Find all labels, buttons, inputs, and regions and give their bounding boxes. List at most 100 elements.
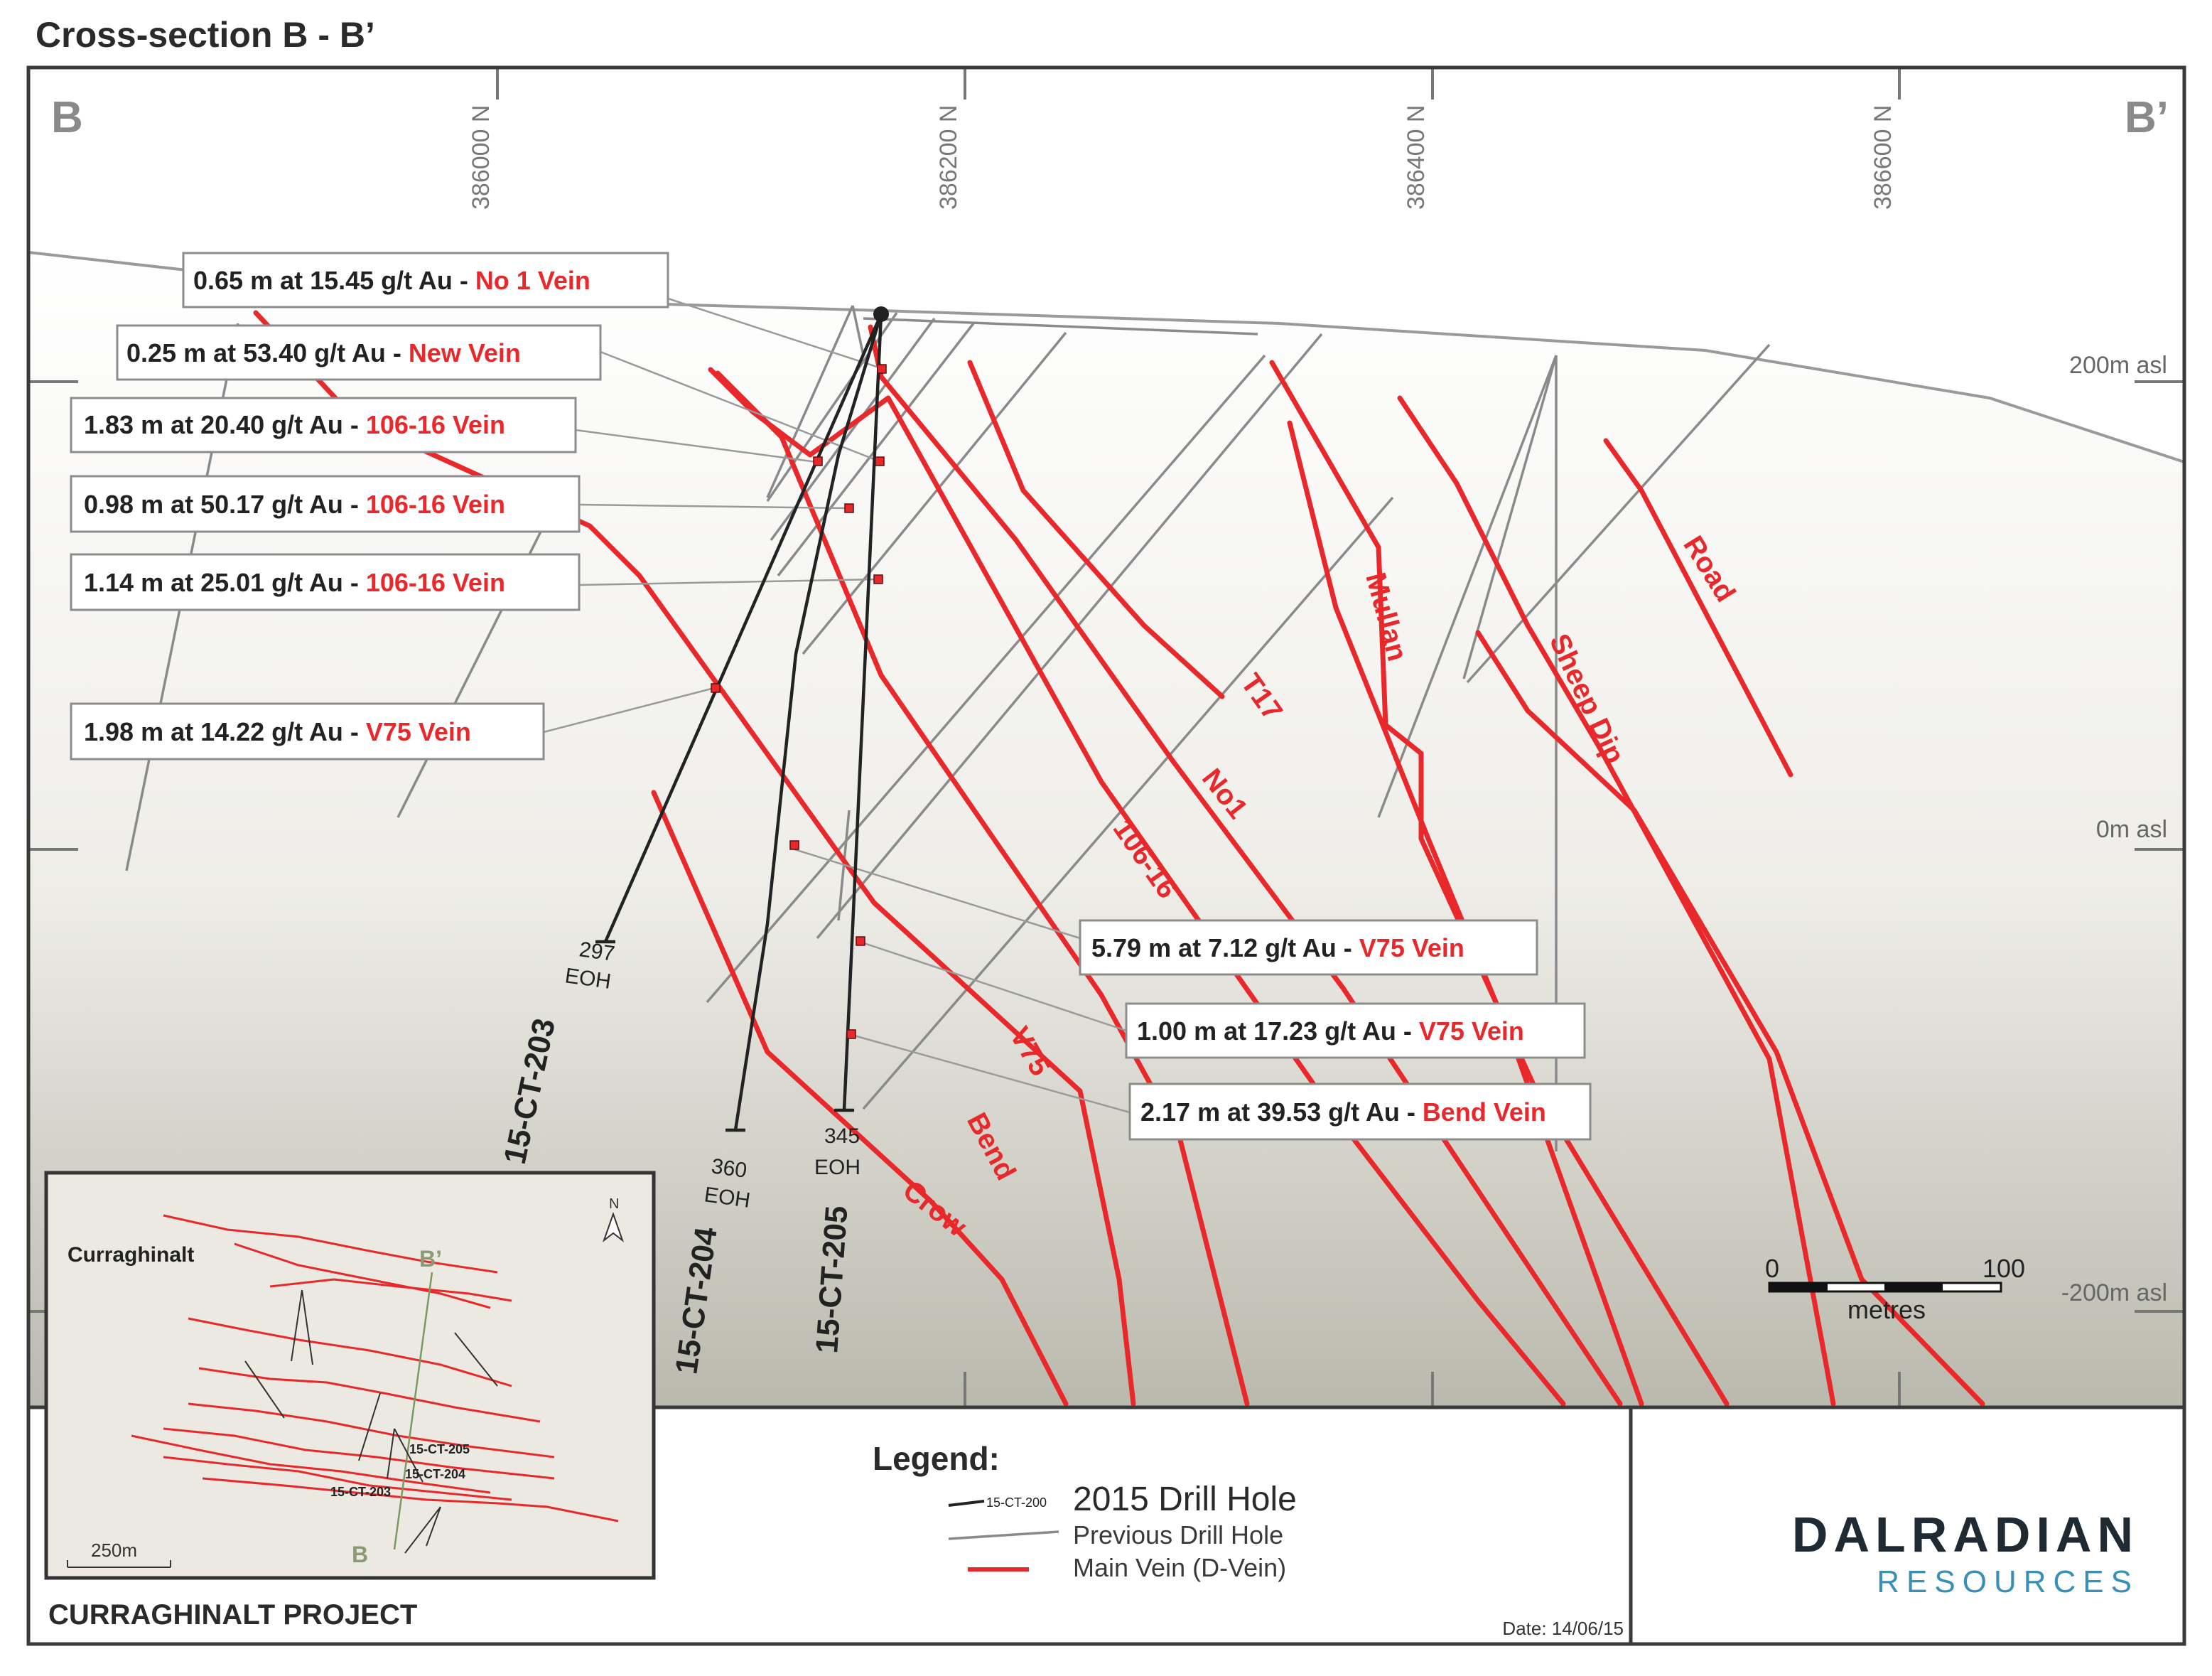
legend-item-previous-hole: Previous Drill Hole (1073, 1520, 1283, 1549)
inset-place-label: Curraghinalt (68, 1243, 194, 1267)
north-arrow-icon (602, 1211, 625, 1242)
vein-road-line (1603, 438, 1793, 778)
intercept-marker (846, 1029, 856, 1039)
elevation-label: 200m asl (2069, 352, 2167, 379)
drill-holes-2015 (595, 313, 883, 1132)
elevation-labels: 200m asl 0m asl -200m asl (2061, 352, 2167, 1306)
intercept-text: 1.83 m at 20.40 g/t Au - 106-16 Vein (84, 410, 505, 439)
inset-section-line (393, 1272, 433, 1550)
logo-line-1: DALRADIAN (1792, 1507, 2139, 1562)
section-label-b-prime: B’ (2125, 93, 2169, 142)
collar-marker (873, 306, 889, 322)
intercept-marker (873, 574, 883, 584)
previous-drill-hole (816, 333, 1323, 940)
northing-labels: 386000 N 386200 N 386400 N 386600 N (468, 105, 1897, 210)
intercept-text: 1.98 m at 14.22 g/t Au - V75 Vein (84, 717, 471, 746)
vein-106-16-line (708, 367, 1566, 1407)
vein-crow-line (651, 790, 1069, 1407)
drill-hole-15-ct-203 (603, 313, 883, 942)
project-name: CURRAGHINALT PROJECT (48, 1599, 417, 1631)
figure-title: Cross-section B - B’ (36, 15, 375, 55)
inset-north-arrow: N (602, 1196, 625, 1242)
northing-label: 386200 N (935, 105, 962, 210)
inset-drill-holes (244, 1289, 498, 1554)
intercept-text: 0.25 m at 53.40 g/t Au - New Vein (126, 338, 521, 367)
vein-sheep-dip-line (1397, 395, 1836, 1407)
elevation-label: 0m asl (2096, 816, 2167, 843)
inset-label-b-prime: B’ (419, 1246, 442, 1272)
vein-t17-line (967, 360, 1225, 699)
scale-bar: 0 100 metres (1765, 1254, 2025, 1324)
previous-drill-hole (706, 354, 1266, 1004)
previous-drill-hole (1466, 343, 1771, 684)
eoh-depth-204: 360 (710, 1154, 748, 1183)
vein-secondary-line (1287, 420, 1644, 1407)
drill-hole-15-ct-205 (842, 313, 883, 1111)
intercept-label: 1.14 m at 25.01 g/t Au - 106-16 Vein (70, 553, 581, 611)
inset-north-label: N (609, 1196, 619, 1212)
intercept-marker (711, 683, 721, 693)
northing-label: 386400 N (1403, 105, 1430, 210)
elevation-label: -200m asl (2061, 1279, 2167, 1306)
intercept-marker (789, 840, 799, 850)
date-label: Date: 14/06/15 (1502, 1618, 1624, 1639)
northing-label: 386000 N (468, 105, 495, 210)
intercept-marker (844, 503, 854, 513)
legend-item-2015-hole: 2015 Drill Hole (1073, 1481, 1297, 1518)
intercept-marker (813, 456, 823, 466)
intercept-text: 5.79 m at 7.12 g/t Au - V75 Vein (1091, 933, 1464, 962)
inset-scale: 250m (67, 1540, 171, 1568)
leader-lines (543, 297, 1131, 1114)
inset-map: Curraghinalt B’ B 15-CT-205 15-CT-204 15… (44, 1171, 656, 1580)
inset-hole-label: 15-CT-205 (409, 1442, 470, 1456)
intercept-label: 5.79 m at 7.12 g/t Au - V75 Vein (1079, 919, 1538, 976)
legend-swatch-2015-hole (948, 1500, 985, 1507)
intercept-text: 0.65 m at 15.45 g/t Au - No 1 Vein (193, 266, 590, 295)
intercept-label: 1.00 m at 17.23 g/t Au - V75 Vein (1125, 1002, 1586, 1059)
eoh-text-205: EOH (814, 1156, 860, 1179)
intercept-text: 1.00 m at 17.23 g/t Au - V75 Vein (1137, 1016, 1524, 1046)
vein-eastern-line (1475, 630, 1985, 1407)
previous-drill-hole (1462, 355, 1558, 679)
legend-sample-label: 15-CT-200 (986, 1495, 1047, 1510)
company-logo: DALRADIAN RESOURCES (1792, 1507, 2139, 1599)
intercept-text: 2.17 m at 39.53 g/t Au - Bend Vein (1140, 1097, 1546, 1127)
eoh-depth-205: 345 (824, 1124, 860, 1148)
intercept-label: 0.65 m at 15.45 g/t Au - No 1 Vein (182, 252, 669, 308)
intercept-markers (711, 364, 887, 1039)
previous-drill-hole (766, 305, 854, 498)
logo-line-2: RESOURCES (1877, 1564, 2139, 1599)
intercept-text: 0.98 m at 50.17 g/t Au - 106-16 Vein (84, 490, 505, 519)
intercept-label: 0.98 m at 50.17 g/t Au - 106-16 Vein (70, 475, 581, 533)
intercept-marker (856, 936, 865, 946)
northing-ticks (496, 68, 1901, 1407)
legend-swatch-previous-hole (948, 1530, 1059, 1540)
legend: Legend: 15-CT-200 2015 Drill Hole Previo… (873, 1440, 1297, 1582)
previous-drill-hole (863, 317, 1258, 335)
intercept-label: 1.83 m at 20.40 g/t Au - 106-16 Vein (70, 397, 577, 453)
previous-drill-hole (851, 305, 865, 356)
scale-start: 0 (1765, 1254, 1779, 1283)
scale-end: 100 (1982, 1254, 2025, 1283)
intercept-text: 1.14 m at 25.01 g/t Au - 106-16 Vein (84, 568, 505, 597)
intercept-label: 0.25 m at 53.40 g/t Au - New Vein (116, 324, 602, 381)
inset-label-b: B (352, 1542, 368, 1567)
intercept-marker (877, 364, 887, 374)
scale-unit: metres (1847, 1295, 1926, 1324)
legend-title: Legend: (873, 1440, 1000, 1477)
inset-veins (131, 1214, 619, 1522)
northing-label: 386600 N (1870, 105, 1897, 210)
previous-drill-hole (862, 496, 1394, 1110)
inset-scale-label: 250m (91, 1540, 137, 1561)
intercept-marker (875, 456, 885, 466)
eoh-labels: 297 EOH 360 EOH 345 EOH (563, 938, 860, 1213)
previous-drill-hole (802, 331, 1067, 655)
drill-hole-15-ct-204 (733, 313, 883, 1131)
intercept-label: 2.17 m at 39.53 g/t Au - Bend Vein (1128, 1083, 1592, 1141)
legend-item-main-vein: Main Vein (D-Vein) (1073, 1553, 1286, 1582)
eoh-depth-203: 297 (578, 938, 616, 966)
inset-hole-label: 15-CT-204 (405, 1467, 465, 1481)
intercept-label: 1.98 m at 14.22 g/t Au - V75 Vein (70, 702, 545, 761)
